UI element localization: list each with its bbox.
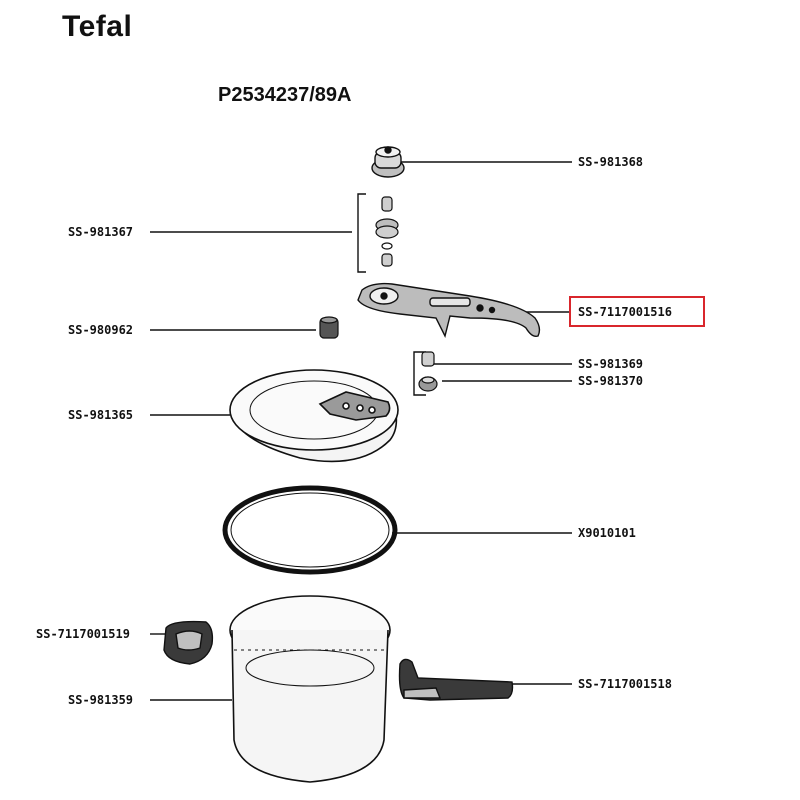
small-part-left <box>319 316 339 339</box>
part-label-long-handle[interactable]: SS-7117001518 <box>578 677 672 691</box>
part-label-valve-assembly[interactable]: SS-981367 <box>68 225 134 239</box>
side-handle-part <box>163 620 214 665</box>
part-label-lid[interactable]: SS-981365 <box>68 408 134 422</box>
long-handle-part <box>398 658 514 701</box>
pot-part <box>229 595 391 783</box>
part-label-side-handle[interactable]: SS-7117001519 <box>36 627 130 641</box>
model-code: P2534237/89A <box>218 84 352 106</box>
part-label-indicator-seal[interactable]: SS-981370 <box>578 374 644 388</box>
valve-assembly-parts <box>375 196 399 267</box>
gasket-part <box>222 485 398 575</box>
highlight-box <box>569 296 705 327</box>
part-label-small-part[interactable]: SS-980962 <box>68 323 134 337</box>
indicator-parts <box>418 351 438 392</box>
lid-part <box>229 369 399 463</box>
part-label-gasket[interactable]: X9010101 <box>578 526 636 540</box>
part-label-pot[interactable]: SS-981359 <box>68 693 134 707</box>
lid-handle-part <box>357 282 541 339</box>
valve-top-part <box>371 146 405 178</box>
bracket-valve-assembly <box>357 193 366 273</box>
bracket-indicator <box>413 351 426 396</box>
tefal-logo: Tefal <box>62 10 133 43</box>
part-label-valve-top[interactable]: SS-981368 <box>578 155 644 169</box>
part-label-indicator-top[interactable]: SS-981369 <box>578 357 644 371</box>
part-label-lid-handle[interactable]: SS-7117001516 <box>578 305 672 319</box>
